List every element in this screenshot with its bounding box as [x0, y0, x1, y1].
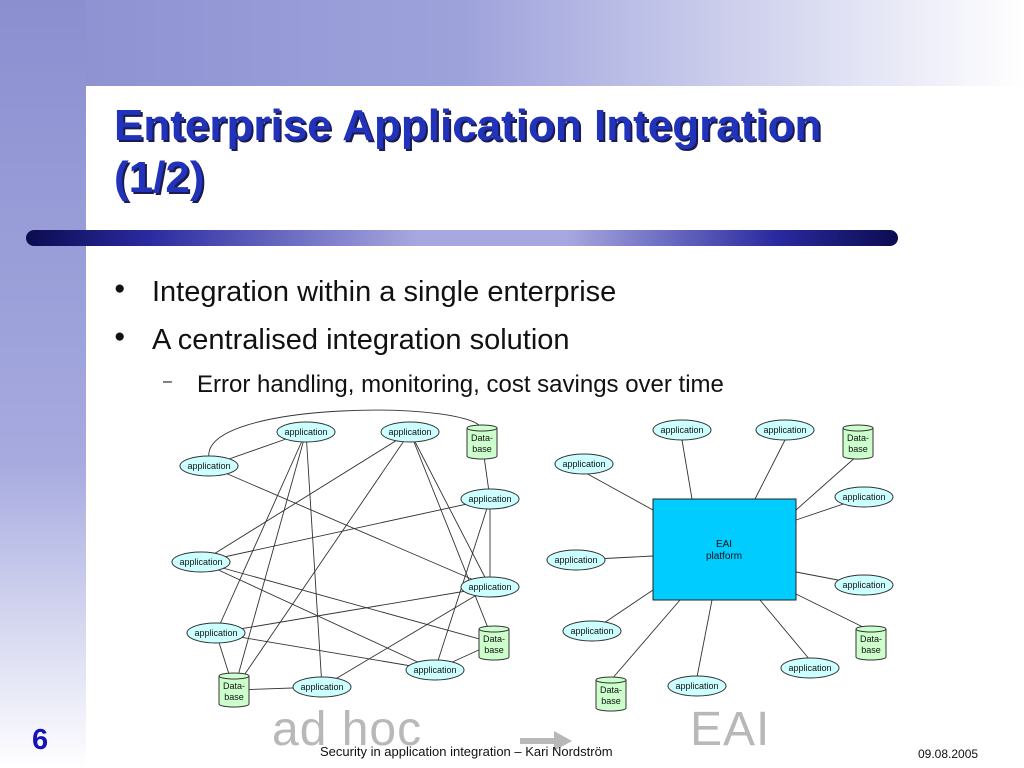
application-node-label: application	[562, 459, 605, 469]
database-node	[855, 629, 887, 661]
database-node-top	[595, 676, 627, 684]
database-node-label-2: base	[861, 645, 881, 655]
database-node	[595, 680, 627, 712]
application-node-label: application	[570, 626, 613, 636]
database-node-label-2: base	[601, 696, 621, 706]
database-node	[466, 428, 498, 460]
application-node-label: application	[788, 663, 831, 673]
background-top-band	[0, 0, 1024, 86]
database-node	[478, 629, 510, 661]
application-node	[380, 421, 440, 443]
application-node	[460, 576, 520, 598]
database-node-top	[842, 424, 874, 432]
caption-adhoc: ad hoc	[272, 703, 423, 756]
application-node-label: application	[468, 582, 511, 592]
database-node-label-2: base	[484, 645, 504, 655]
database-node-label-1: Data-	[471, 433, 493, 443]
caption-arrow-icon	[554, 731, 572, 751]
database-node-top	[466, 424, 498, 432]
application-node	[667, 675, 727, 697]
database-node-label-2: base	[472, 444, 492, 454]
page-number: 6	[32, 724, 49, 756]
eai-platform-label-2: platform	[706, 551, 742, 562]
application-node-label: application	[763, 425, 806, 435]
database-node-top	[218, 672, 250, 680]
application-node	[546, 549, 606, 571]
application-node-label: application	[194, 628, 237, 638]
title-line-2: (1/2)	[114, 153, 205, 202]
caption-arrow-shaft	[520, 738, 556, 744]
application-node	[834, 574, 894, 596]
application-node	[755, 419, 815, 441]
application-node	[460, 488, 520, 510]
background-left-band	[0, 0, 86, 768]
application-node-label: application	[179, 557, 222, 567]
application-node-label: application	[413, 665, 456, 675]
eai-platform-label-1: EAI	[716, 539, 732, 550]
title-divider	[26, 230, 898, 246]
slide-title: Enterprise Application Integration (1/2)	[114, 100, 821, 204]
application-node-label: application	[675, 681, 718, 691]
database-node-label-2: base	[224, 692, 244, 702]
database-node-top	[478, 625, 510, 633]
bullet-2: A centralised integration solution	[114, 324, 570, 357]
application-node-label: application	[284, 427, 327, 437]
database-node-label-2: base	[848, 444, 868, 454]
sub-bullet: Error handling, monitoring, cost savings…	[163, 371, 724, 399]
bullet-1: Integration within a single enterprise	[114, 276, 616, 309]
application-node	[171, 551, 231, 573]
application-node	[562, 620, 622, 642]
application-node	[292, 676, 352, 698]
application-node	[405, 659, 465, 681]
application-node	[186, 622, 246, 644]
application-node-label: application	[842, 492, 885, 502]
eai-platform-box	[652, 498, 797, 601]
footer-text: Security in application integration – Ka…	[320, 744, 613, 759]
application-node-label: application	[660, 425, 703, 435]
application-node-label: application	[842, 580, 885, 590]
application-node	[834, 486, 894, 508]
application-node	[554, 453, 614, 475]
application-node-label: application	[300, 682, 343, 692]
application-node-label: application	[554, 555, 597, 565]
footer-date: 09.08.2005	[918, 747, 979, 761]
adhoc-edges	[200, 409, 495, 691]
application-node	[276, 421, 336, 443]
database-node-top	[855, 625, 887, 633]
application-node-label: application	[468, 494, 511, 504]
diagram-nodes: application application application applica…	[171, 419, 894, 712]
caption-eai: EAI	[690, 703, 771, 756]
database-node-label-1: Data-	[600, 685, 622, 695]
database-node-label-1: Data-	[483, 634, 505, 644]
database-node-label-1: Data-	[223, 681, 245, 691]
application-node	[780, 657, 840, 679]
database-node	[218, 676, 250, 708]
database-node	[842, 428, 874, 460]
database-node-label-1: Data-	[847, 433, 869, 443]
title-line-1: Enterprise Application Integration	[114, 101, 822, 150]
application-node-label: application	[187, 461, 230, 471]
application-node-label: application	[388, 427, 431, 437]
application-node	[179, 455, 239, 477]
application-node	[652, 419, 712, 441]
database-node-label-1: Data-	[860, 634, 882, 644]
